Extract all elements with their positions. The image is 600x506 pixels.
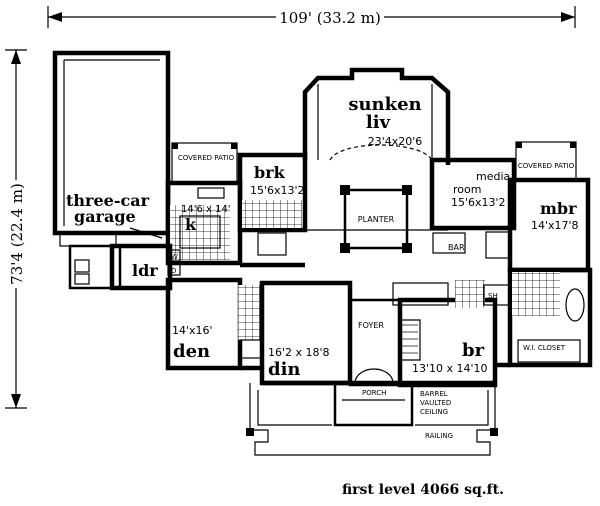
planter-label: PLANTER [358,215,395,224]
ldr-label: ldr [132,261,158,280]
mud-entry [68,244,122,290]
width-dimension: 109' (33.2 m) [47,6,576,28]
brk-size: 15'6x13'2 [250,184,305,197]
ceiling-label: CEILING [420,408,448,416]
media-room [429,157,517,254]
laundry [109,243,181,291]
media-size: 15'6x13'2 [451,196,506,209]
covered-patio-right-label: COVERED PATIO [518,162,575,170]
depth-dimension: 73'4 (22.4 m) [5,49,27,409]
front-wall [240,362,510,386]
garage-label-2: garage [74,207,136,226]
den-label: den [173,341,210,362]
master-bath [507,267,593,368]
den-size: 14'x16' [172,324,213,337]
brk-label: brk [254,163,286,182]
k-size: 14'6 x 14' [181,204,231,215]
kitchen [165,180,243,266]
br-label: br [462,340,485,361]
vaulted-label: VAULTED [420,399,451,407]
railing [246,383,498,456]
covered-patio-left [171,142,238,184]
mbr-label: mbr [540,199,577,218]
din-size: 16'2 x 18'8 [268,346,330,359]
washer-label: W [171,253,178,261]
railing-label: RAILING [425,432,453,440]
planter-area [305,185,448,253]
sunken-label: sunken [348,94,421,115]
liv-label: liv [366,112,391,133]
garage-label: three-car [66,191,150,210]
liv-size: 23'4x20'6 [368,135,423,148]
floor-caption: first level 4066 sq.ft. [342,482,504,498]
k-label: k [185,215,197,234]
din-label: din [268,359,301,380]
porch [333,368,414,427]
wi-closet-label: W.I. CLOSET [523,344,566,352]
shower-label: SH [488,292,498,300]
br-size: 13'10 x 14'10 [412,362,488,375]
media-label: media [476,170,510,183]
breakfast [237,152,308,256]
covered-patio-left-label: COVERED PATIO [178,154,235,162]
den [165,277,264,371]
width-label: 109' (33.2 m) [279,9,381,27]
sunken-living [302,67,451,165]
porch-label: PORCH [362,389,386,397]
covered-patio-right [515,141,577,181]
dryer-label: D [171,267,176,275]
foyer-label: FOYER [358,321,384,330]
barrel-label: BARREL [420,390,448,398]
bar-label: BAR [448,243,465,252]
depth-label: 73'4 (22.4 m) [8,183,26,285]
mbr-size: 14'x17'8 [531,219,579,232]
media-label-2: room [453,183,481,196]
